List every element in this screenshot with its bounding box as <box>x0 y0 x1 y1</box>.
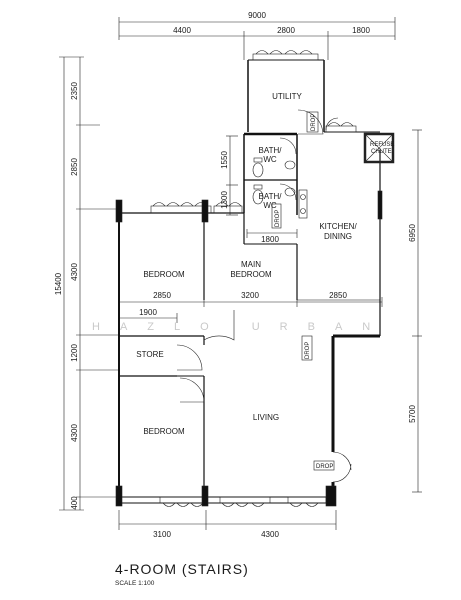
dim-top-a: 4400 <box>173 26 191 35</box>
dim-left-total: 15400 <box>54 272 63 295</box>
dim-mid-2850a: 2850 <box>153 291 171 300</box>
label-drop-utility: DROP <box>311 114 317 131</box>
dim-top-c: 1800 <box>352 26 370 35</box>
fixture-labels: DROP DROP DROP DROP REFUSE CHUTE <box>275 114 394 470</box>
dim-bottom-4300: 4300 <box>261 530 279 539</box>
dim-mid-2850b: 2850 <box>329 291 347 300</box>
room-utility: UTILITY <box>272 92 302 101</box>
room-bedroom-bottom: BEDROOM <box>143 427 185 436</box>
label-drop-bath: DROP <box>275 210 281 227</box>
room-labels: UTILITY BATH/ WC BATH/ WC KITCHEN/ DININ… <box>136 92 357 436</box>
dim-inner-1800: 1800 <box>261 235 279 244</box>
stove-icon <box>298 189 308 219</box>
dim-bottom-3100: 3100 <box>153 530 171 539</box>
basin-icon <box>284 160 296 170</box>
room-store: STORE <box>136 350 163 359</box>
label-refuse-line2: CHUTE <box>371 149 392 155</box>
dim-right-6950: 6950 <box>408 224 417 242</box>
dim-inner-1550: 1550 <box>220 151 229 169</box>
refuse-chute-icon <box>363 132 395 164</box>
toilet-icon <box>252 162 264 178</box>
room-main-bedroom-line2: BEDROOM <box>230 270 272 279</box>
dim-left-1: 2350 <box>70 82 79 100</box>
watermark-text: HAZLO URBAN <box>92 321 390 333</box>
dim-top-total: 9000 <box>248 11 266 20</box>
dim-left-4: 1200 <box>70 344 79 362</box>
dim-left-2: 2850 <box>70 158 79 176</box>
dim-store-1900: 1900 <box>139 308 157 317</box>
dim-left-3: 4300 <box>70 263 79 281</box>
room-bath-1-line2: WC <box>263 155 277 164</box>
room-bath-2-line1: BATH/ <box>259 192 283 201</box>
dimension-lines <box>59 17 422 530</box>
room-kitchen-line2: DINING <box>324 232 352 241</box>
plan-title: 4-ROOM (STAIRS) <box>115 561 249 577</box>
room-bath-2-line2: WC <box>263 201 277 210</box>
dim-right-5700: 5700 <box>408 405 417 423</box>
room-bedroom-top: BEDROOM <box>143 270 185 279</box>
plan-scale: SCALE 1:100 <box>115 580 155 587</box>
room-living: LIVING <box>253 413 279 422</box>
walls <box>118 59 381 504</box>
dim-left-6: 400 <box>70 496 79 510</box>
dim-mid-3200: 3200 <box>241 291 259 300</box>
toilet-icon <box>252 189 264 205</box>
room-kitchen-line1: KITCHEN/ <box>319 222 357 231</box>
dim-inner-1300: 1300 <box>220 191 229 209</box>
basin-icon <box>284 187 296 197</box>
fixtures <box>252 111 395 471</box>
windows <box>115 50 383 507</box>
dimension-labels: 9000 4400 2800 1800 15400 2350 2850 4300… <box>54 11 417 539</box>
doors <box>176 109 352 483</box>
room-main-bedroom-line1: MAIN <box>241 260 261 269</box>
label-refuse-line1: REFUSE <box>370 142 394 148</box>
dim-left-5: 4300 <box>70 424 79 442</box>
dim-top-b: 2800 <box>277 26 295 35</box>
label-drop-bottom: DROP <box>316 464 333 470</box>
room-bath-1-line1: BATH/ <box>259 146 283 155</box>
label-drop-living: DROP <box>305 342 311 359</box>
